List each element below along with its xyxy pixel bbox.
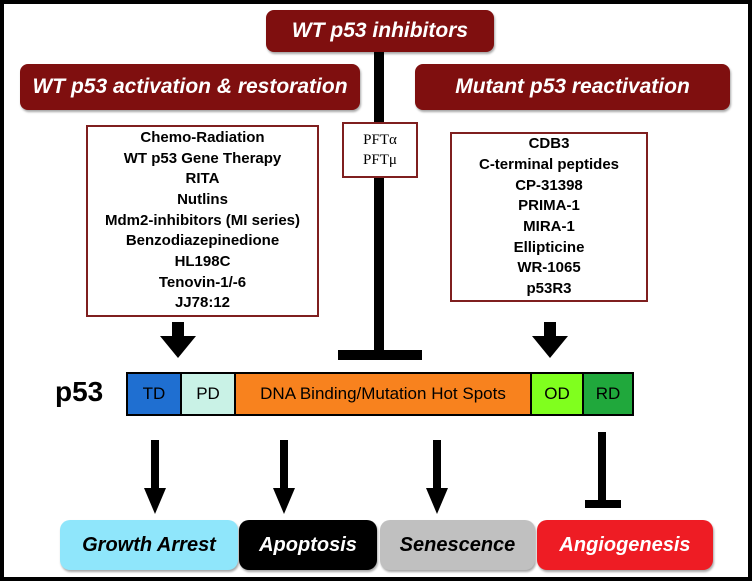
inhibitor-agents-box: PFTα PFTμ (342, 122, 418, 178)
inhibitor-bar (338, 350, 422, 360)
outcome-growth-arrest: Growth Arrest (60, 520, 238, 570)
domain-dna-binding: DNA Binding/Mutation Hot Spots (236, 374, 532, 414)
activation-agent: Chemo-Radiation (140, 128, 265, 146)
growth-arrest-arrow (144, 440, 166, 514)
inhibitor-agent: PFTα (363, 132, 397, 148)
activation-agent: Mdm2-inhibitors (MI series) (104, 211, 301, 229)
reactivation-agent: CDB3 (528, 135, 570, 153)
activation-agent: Nutlins (177, 190, 228, 208)
reactivation-agents-box: CDB3 C-terminal peptides CP-31398 PRIMA-… (450, 132, 648, 302)
activation-agent: JJ78:12 (174, 294, 231, 312)
reactivation-agent: p53R3 (526, 280, 572, 298)
reactivation-agent: CP-31398 (515, 176, 583, 194)
activation-agents-box: Chemo-Radiation WT p53 Gene Therapy RITA… (86, 125, 319, 317)
activation-agent: WT p53 Gene Therapy (123, 149, 282, 167)
inhibitor-line-bottom (374, 175, 384, 355)
domain-pd: PD (182, 374, 236, 414)
banner-mutant-p53-reactivation: Mutant p53 reactivation (415, 64, 730, 110)
activation-agent: HL198C (174, 253, 231, 271)
reactivation-agent: C-terminal peptides (478, 155, 620, 173)
activation-agent: Tenovin-1/-6 (158, 273, 247, 291)
banner-wt-p53-activation: WT p53 activation & restoration (20, 64, 360, 110)
outcome-senescence: Senescence (380, 520, 535, 570)
reactivation-agent: Ellipticine (513, 238, 585, 256)
senescence-arrow (426, 440, 448, 514)
apoptosis-arrow (273, 440, 295, 514)
reactivation-arrow (532, 322, 568, 358)
p53-domain-bar: TD PD DNA Binding/Mutation Hot Spots OD … (126, 372, 634, 416)
domain-td: TD (128, 374, 182, 414)
domain-od: OD (532, 374, 584, 414)
activation-arrow (160, 322, 196, 358)
reactivation-agent: MIRA-1 (523, 218, 575, 235)
activation-agent: RITA (185, 170, 220, 188)
outcome-angiogenesis: Angiogenesis (537, 520, 713, 570)
p53-label: p53 (55, 376, 104, 407)
activation-agent: Benzodiazepinedione (125, 232, 280, 250)
inhibitor-agent: PFTμ (363, 152, 397, 168)
domain-rd: RD (584, 374, 632, 414)
banner-wt-p53-inhibitors: WT p53 inhibitors (266, 10, 494, 52)
reactivation-agent: PRIMA-1 (518, 197, 580, 215)
inhibitor-line-top (374, 52, 384, 122)
reactivation-agent: WR-1065 (517, 259, 581, 277)
angiogenesis-inhibition (585, 432, 621, 508)
outcome-apoptosis: Apoptosis (239, 520, 377, 570)
